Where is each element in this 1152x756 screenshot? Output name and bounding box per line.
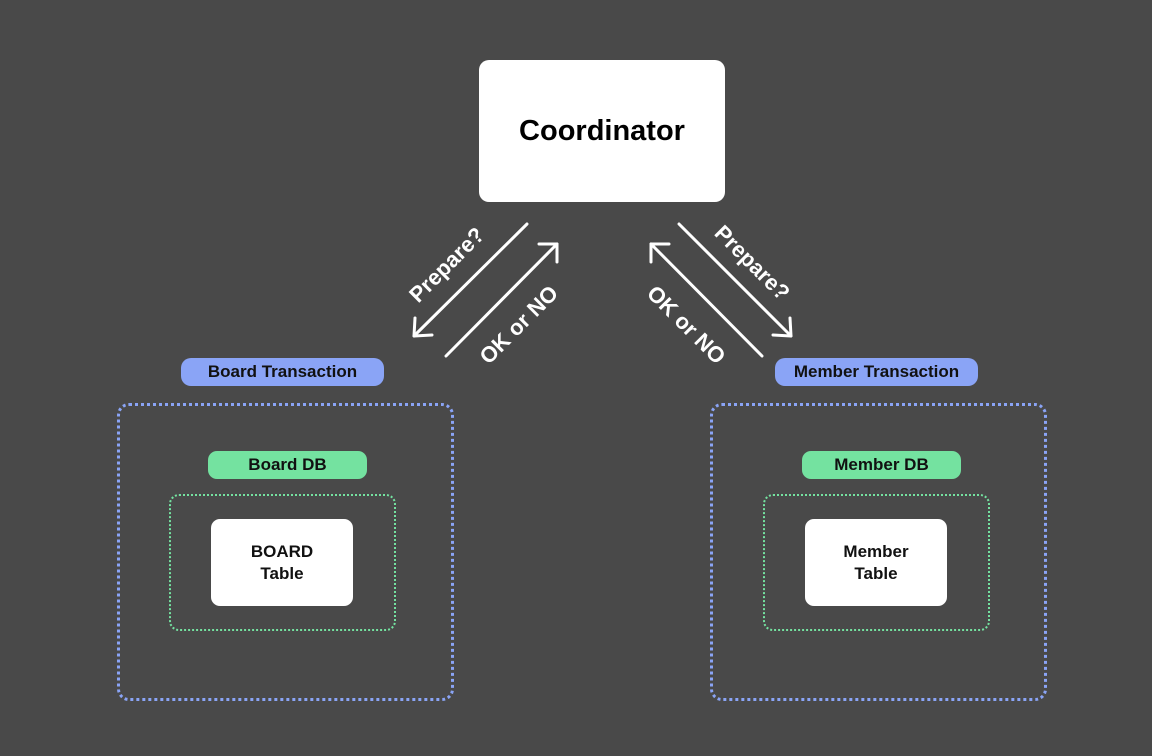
member-transaction-boundary bbox=[710, 403, 1047, 701]
member-table-line2: Table bbox=[854, 563, 898, 583]
member-transaction-badge: Member Transaction bbox=[775, 358, 978, 386]
left-prepare-label: Prepare? bbox=[404, 222, 489, 307]
left-response-label: OK or NO bbox=[474, 280, 563, 369]
board-transaction-label: Board Transaction bbox=[207, 362, 358, 381]
board-transaction-boundary bbox=[117, 403, 454, 701]
board-db-label: Board DB bbox=[248, 455, 327, 474]
board-transaction-badge: Board Transaction bbox=[181, 358, 384, 386]
right-response-label: OK or NO bbox=[642, 280, 731, 369]
member-transaction-label: Member Transaction bbox=[793, 362, 960, 381]
member-db-badge: Member DB bbox=[802, 451, 961, 479]
board-db-boundary bbox=[169, 494, 396, 631]
right-response-arrow bbox=[649, 242, 764, 358]
left-response-arrow bbox=[444, 242, 559, 358]
member-table-node: Member Table bbox=[805, 519, 947, 606]
board-table-node: BOARD Table bbox=[211, 519, 353, 606]
board-db-badge: Board DB bbox=[208, 451, 367, 479]
right-prepare-arrow bbox=[677, 222, 793, 338]
board-table-line1: BOARD bbox=[250, 541, 314, 561]
coordinator-label: Coordinator bbox=[519, 114, 685, 147]
member-db-label: Member DB bbox=[834, 455, 929, 474]
coordinator-node: Coordinator bbox=[479, 60, 725, 202]
member-table-line1: Member bbox=[843, 541, 909, 561]
board-table-line2: Table bbox=[260, 563, 304, 583]
left-prepare-arrow bbox=[412, 222, 529, 338]
member-db-boundary bbox=[763, 494, 990, 631]
right-prepare-label: Prepare? bbox=[710, 220, 795, 305]
